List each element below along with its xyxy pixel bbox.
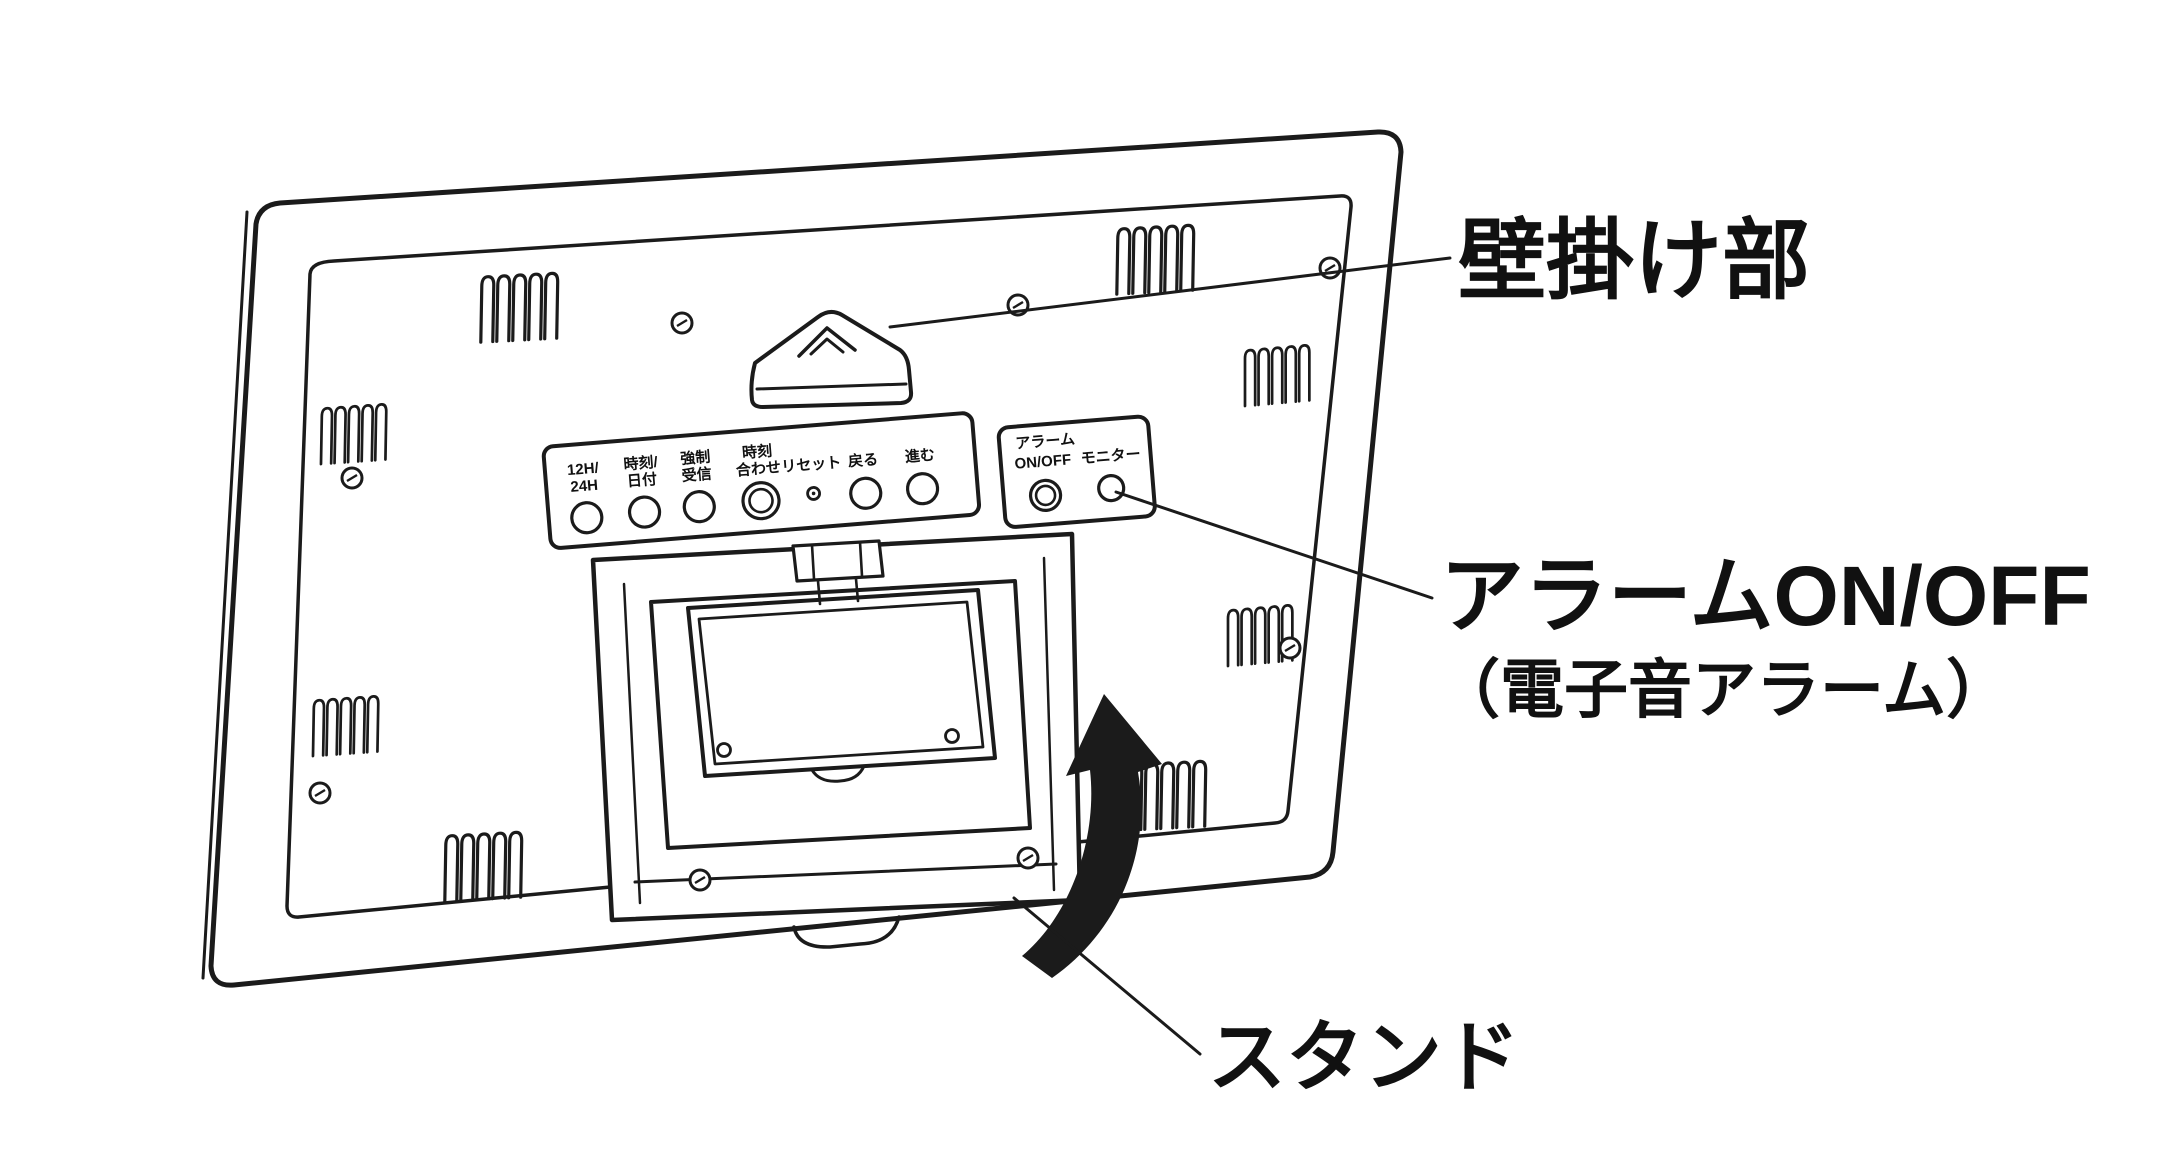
- hinge-body: [791, 539, 885, 583]
- button-12h24h: 12H/ 24H: [566, 460, 604, 535]
- button-back: 戻る: [846, 450, 883, 510]
- button-force-receive-label-line2: 受信: [681, 465, 712, 485]
- screw-icon: [670, 311, 694, 335]
- battery-door-screw: [944, 728, 960, 744]
- body-inner-bezel: [285, 194, 1353, 919]
- stand-bar-screw: [688, 868, 712, 892]
- wall-mount-hook: [749, 310, 914, 409]
- button-time-date: 時刻/ 日付: [623, 453, 662, 529]
- battery-door-inner: [697, 600, 985, 766]
- leader-line-alarm: [1114, 490, 1434, 600]
- leader-line-wall-mount: [888, 256, 1452, 329]
- button-reset: リセット: [781, 454, 842, 501]
- button-back-label: 戻る: [846, 450, 878, 470]
- hinge-line: [858, 540, 864, 578]
- leader-line-stand: [1012, 896, 1202, 1056]
- button-time-date-label-line1: 時刻/: [623, 453, 659, 474]
- leader-lines: [888, 256, 1452, 1056]
- stand-rotate-arrow: [1022, 694, 1162, 978]
- alarm-onoff-button-outer: [1028, 478, 1063, 513]
- button-reset-dot: [811, 491, 816, 496]
- bottom-edge-notch: [792, 915, 901, 949]
- stand: [590, 531, 1083, 923]
- button-time-date-circle: [627, 495, 662, 529]
- stand-left-leg-line: [622, 582, 642, 905]
- hinge-connector: [816, 577, 860, 606]
- button-forward-label: 進む: [904, 447, 935, 466]
- alarm-onoff-button-inner: [1034, 484, 1057, 507]
- battery-door-screw: [716, 742, 732, 758]
- stand-right-leg-line: [1042, 556, 1056, 892]
- alarm-onoff-label: ON/OFF: [1014, 451, 1072, 472]
- screw-icon: [1278, 636, 1302, 660]
- alarm-panel-title: アラーム: [1015, 431, 1076, 453]
- hook-outline: [749, 310, 914, 409]
- button-time-set-circle-outer: [741, 481, 781, 521]
- button-force-receive-circle: [682, 490, 716, 524]
- button-time-set-label-line2: 合わせ: [734, 458, 781, 480]
- alarm-monitor-label: モニター: [1080, 446, 1141, 468]
- hook-bottom-line: [755, 382, 908, 391]
- button-12h24h-label-line2: 24H: [570, 477, 599, 496]
- wall-mount-callout-label: 壁掛け部: [1458, 211, 1810, 310]
- stand-callout-label: スタンド: [1208, 1013, 1520, 1101]
- button-time-set-circle-inner: [748, 487, 774, 514]
- screw-icon: [308, 781, 332, 805]
- button-forward-circle: [905, 472, 940, 506]
- button-forward: 進む: [904, 447, 940, 506]
- button-reset-hole: [806, 486, 821, 501]
- button-reset-label: リセット: [781, 454, 842, 476]
- button-12h24h-label-line1: 12H/: [566, 460, 600, 480]
- button-time-date-label-line2: 日付: [626, 470, 657, 490]
- button-force-receive: 強制 受信: [680, 448, 716, 524]
- alarm-panel: アラーム ON/OFF モニター: [996, 414, 1157, 529]
- alarm-callout-line1: アラームON/OFF: [1440, 549, 2091, 643]
- button-12h24h-circle: [570, 501, 604, 535]
- stand-hinge: [791, 539, 885, 606]
- control-button-strip: 12H/ 24H 時刻/ 日付 強制 受信 時刻 合わせ リセット 戻る: [541, 411, 982, 550]
- button-time-set-label-line1: 時刻: [741, 442, 772, 462]
- button-back-circle: [849, 476, 883, 510]
- button-time-set: 時刻 合わせ: [734, 442, 782, 521]
- button-force-receive-label-line1: 強制: [680, 448, 711, 468]
- stand-bar-screw: [1016, 846, 1040, 870]
- alarm-monitor-button: [1097, 474, 1126, 503]
- alarm-callout-line2: （電子音アラーム）: [1436, 654, 2010, 726]
- hook-notch-inner: [809, 337, 845, 356]
- hinge-line: [810, 543, 816, 581]
- battery-door-outer: [686, 588, 997, 778]
- body-left-side-face: [201, 210, 249, 980]
- screw-icon: [340, 466, 364, 490]
- hook-notch-outer: [797, 326, 857, 358]
- battery-door-latch-notch: [810, 764, 866, 783]
